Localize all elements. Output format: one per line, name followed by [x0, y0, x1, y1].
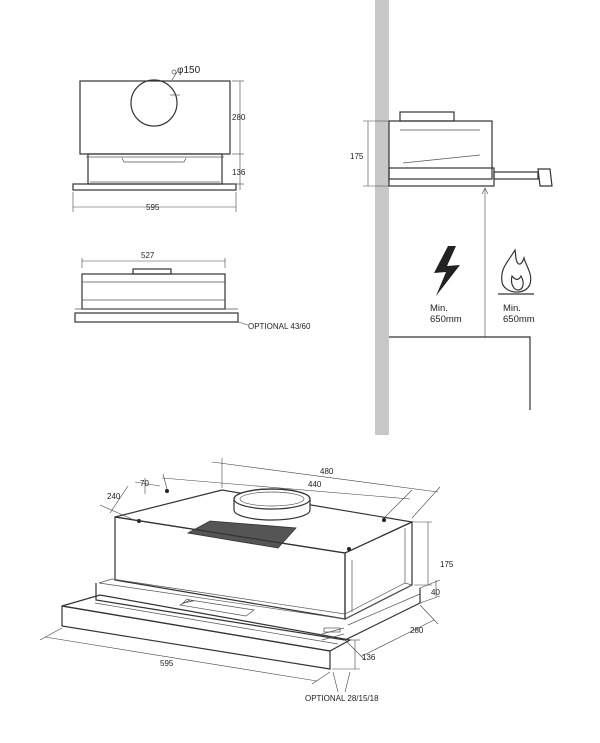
dim-175-side: 175: [350, 152, 364, 161]
min-electric-value: 650mm: [430, 314, 462, 325]
min-gas-value: 650mm: [503, 314, 535, 325]
rear-view: 527 OPTIONAL 43/60: [74, 251, 311, 331]
dim-136-iso: 136: [362, 653, 376, 662]
dim-240: 240: [107, 492, 121, 501]
dim-40: 40: [431, 588, 440, 597]
flame-icon: [501, 248, 532, 293]
min-gas-label: Min.: [503, 303, 521, 314]
iso-right-face: [344, 521, 413, 620]
lightning-icon: [434, 246, 460, 296]
front-drawer: [87, 153, 223, 185]
iso-view: 480 440 70 240 175 40 280 136: [39, 458, 454, 703]
cooktop: [389, 336, 531, 410]
dim-280-iso: 280: [410, 626, 424, 635]
duct-outlet: [130, 79, 178, 127]
dim-440: 440: [308, 480, 322, 489]
dim-280: 280: [232, 113, 246, 122]
side-drawer: [493, 171, 539, 180]
dim-136: 136: [232, 168, 246, 177]
wall: [375, 0, 389, 435]
rear-panel: [74, 312, 239, 323]
min-electric-label: Min.: [430, 303, 448, 314]
dim-595-iso: 595: [160, 659, 174, 668]
dim-70: 70: [140, 479, 149, 488]
duct-diameter-label: φ150: [177, 65, 201, 76]
front-view: φ150 280 136 595: [72, 65, 246, 212]
front-body: [79, 80, 231, 155]
rear-optional-label: OPTIONAL 43/60: [248, 322, 311, 331]
iso-optional-label: OPTIONAL 28/15/18: [305, 694, 379, 703]
side-view: 175 Min. 650mm Min. 650mm: [350, 0, 553, 435]
rear-body: [81, 273, 226, 310]
dim-480: 480: [320, 467, 334, 476]
iso-drawer-front: [61, 605, 331, 670]
iso-drawer-top: [61, 594, 352, 652]
dim-527: 527: [141, 251, 155, 260]
dim-595: 595: [146, 203, 160, 212]
front-panel: [72, 183, 237, 191]
dim-175-iso: 175: [440, 560, 454, 569]
